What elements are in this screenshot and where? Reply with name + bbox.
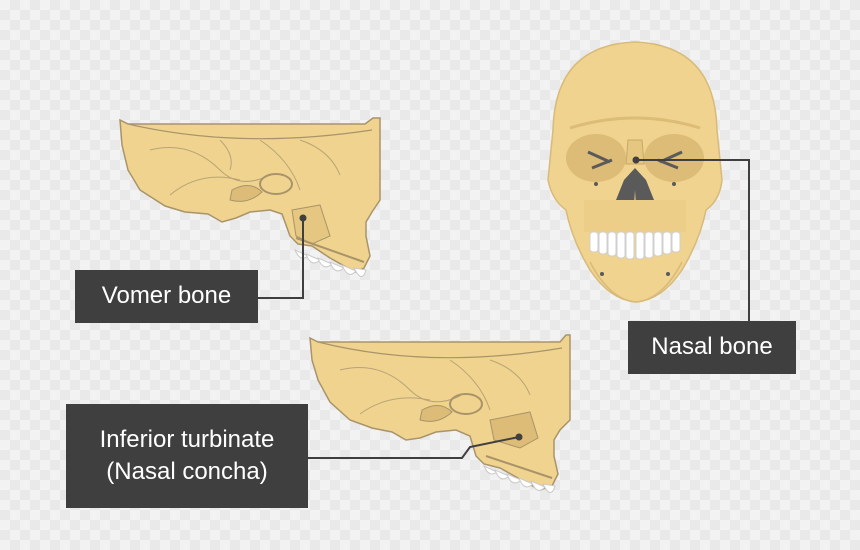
vomer-pointer-dot: [300, 215, 307, 222]
turbinate-pointer-dot: [516, 434, 523, 441]
nasal-pointer-dot: [633, 157, 640, 164]
right-mental-foramen: [666, 272, 670, 276]
vomer-bone-label-text: Vomer bone: [102, 280, 231, 312]
inferior-turbinate-label-line1: Inferior turbinate: [100, 424, 275, 456]
maxilla-area: [584, 200, 686, 232]
sagittal-skull-upper: [120, 118, 380, 277]
frontal-skull: [548, 42, 722, 302]
right-orbit: [644, 134, 704, 182]
right-infraorbital-foramen: [672, 182, 676, 186]
inferior-turbinate-label-line2: (Nasal concha): [106, 456, 267, 488]
left-infraorbital-foramen: [594, 182, 598, 186]
sagittal-skull-lower: [310, 335, 570, 493]
left-mental-foramen: [600, 272, 604, 276]
inferior-turbinate-label: Inferior turbinate (Nasal concha): [66, 404, 308, 508]
left-orbit: [566, 134, 626, 182]
vomer-bone-label: Vomer bone: [75, 270, 258, 323]
nasal-bone-label: Nasal bone: [628, 321, 796, 374]
nasal-bone-label-text: Nasal bone: [651, 331, 772, 363]
